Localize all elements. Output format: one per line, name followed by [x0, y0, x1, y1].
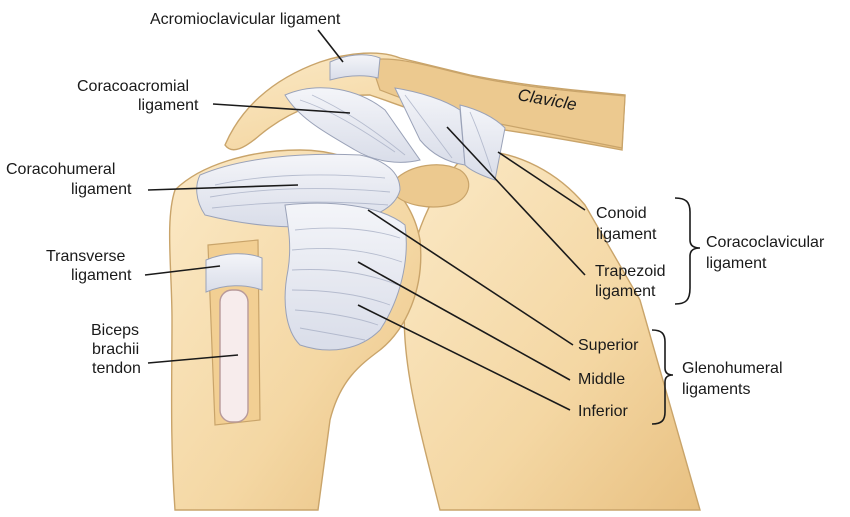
anatomy-illustration [170, 53, 700, 510]
label-glenohumeral-line2: ligaments [682, 381, 750, 398]
label-coracoacromial-line1: Coracoacromial [77, 78, 189, 95]
label-trapezoid-line1: Trapezoid [595, 263, 666, 280]
label-middle: Middle [578, 371, 625, 388]
coracoclavicular-bracket [675, 198, 700, 304]
label-biceps-line2: brachii [92, 341, 139, 358]
coracoid-process [395, 165, 469, 207]
label-biceps-line1: Biceps [91, 322, 139, 339]
label-coracoclavicular-line2: ligament [706, 255, 767, 272]
label-coracohumeral-line2: ligament [71, 181, 132, 198]
label-coracohumeral-line1: Coracohumeral [6, 161, 115, 178]
label-biceps-line3: tendon [92, 360, 141, 377]
label-acromioclavicular: Acromioclavicular ligament [150, 11, 341, 28]
label-inferior: Inferior [578, 403, 628, 420]
label-transverse-line2: ligament [71, 267, 132, 284]
leader-acromioclavicular [318, 30, 343, 62]
label-coracoclavicular-line1: Coracoclavicular [706, 234, 825, 251]
label-superior: Superior [578, 337, 639, 354]
label-glenohumeral-line1: Glenohumeral [682, 360, 783, 377]
acromioclavicular-ligament-band [330, 55, 380, 80]
label-conoid-line1: Conoid [596, 205, 647, 222]
label-trapezoid-line2: ligament [595, 283, 656, 300]
label-conoid-line2: ligament [596, 226, 657, 243]
label-transverse-line1: Transverse [46, 248, 126, 265]
label-coracoacromial-line2: ligament [138, 97, 199, 114]
